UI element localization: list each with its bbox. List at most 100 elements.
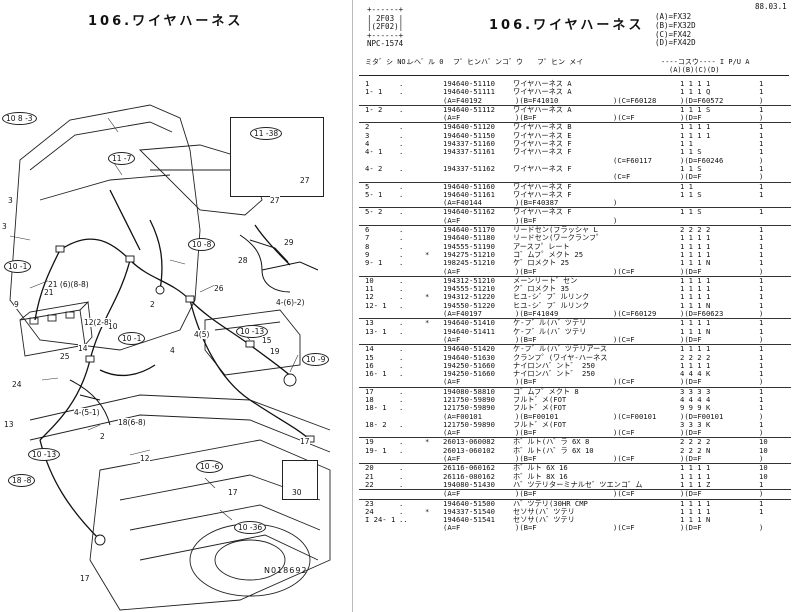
level-cell: .	[399, 189, 404, 199]
level-cell: .	[399, 284, 404, 294]
page-id-line: | 2F03 |	[367, 13, 404, 23]
quantity-cell: )(D=F60572	[680, 95, 724, 105]
quantity-cell: 2 2 2 2	[680, 352, 711, 362]
page-id-line: |(2F02)|	[367, 22, 404, 32]
callout-label: 10 -8	[188, 238, 216, 251]
ref-number-cell: 13- 1	[365, 326, 387, 336]
callout-label: 30	[292, 488, 302, 497]
change-mark-cell: *	[425, 249, 430, 259]
serial-condition-row: (A=F)(B=F)(C=F)(D=F)	[359, 428, 791, 439]
ref-number-cell: 5	[365, 181, 370, 191]
part-number-cell: 198245-51210	[443, 258, 495, 268]
unit-cell: 1	[759, 300, 764, 310]
part-name-cell: ホ゛ルト(ハ゛ラ 6X 10	[513, 445, 594, 455]
part-name-cell: )(B=F	[515, 523, 537, 533]
part-number-cell: (A=F	[443, 428, 461, 438]
part-name-cell: アースフ゜レート	[513, 241, 570, 251]
callout-label: 17	[228, 488, 238, 497]
part-name-cell: ケ゛ロメクト 25	[513, 258, 570, 268]
unit-cell: 1	[759, 352, 764, 362]
serial-condition-row: (A=F)(B=F)(C=F)(D=F)	[359, 523, 791, 533]
level-cell: .	[399, 344, 404, 354]
callout-label: 11 -38	[250, 127, 283, 140]
level-cell: .	[399, 225, 404, 235]
part-name-cell: )(B=F41049	[515, 309, 559, 319]
level-cell: .	[399, 275, 404, 285]
part-name-cell: フルト゛メ(FOT	[513, 403, 567, 413]
ref-number-cell: 18- 1	[365, 403, 387, 413]
serial-condition-row: (A=F)(B=F)(C=F)(D=F)	[359, 489, 791, 500]
ref-number-cell: 18- 2	[365, 419, 387, 429]
part-number-cell: 194640-51150	[443, 130, 495, 140]
part-number-cell: (A=F	[443, 454, 461, 464]
change-mark-cell: *	[425, 437, 430, 447]
part-number-cell: 194640-51120	[443, 122, 495, 132]
part-name-cell: リードセン(フラッシャ L	[513, 225, 598, 235]
part-number-cell: (A=F	[443, 523, 461, 533]
unit-cell: )	[759, 334, 764, 344]
part-name-cell: ワイヤハーネス B	[513, 122, 572, 132]
model-code: (A)=FX32	[655, 12, 692, 21]
part-number-cell: 194640-51541	[443, 515, 495, 525]
callout-label: 18(6-8)	[118, 418, 146, 427]
callout-label: 2	[150, 300, 155, 309]
serial-condition-row: (A=F)(B=F)(C=F)(D=F)	[359, 266, 791, 277]
quantity-cell: 1 1 1 N	[680, 515, 711, 525]
level-cell: .	[399, 241, 404, 251]
part-name-cell: )(B=F40387	[515, 198, 559, 208]
part-number-cell: 194555-51190	[443, 241, 495, 251]
quantity-cell: 1 1	[680, 139, 693, 149]
level-cell: .	[399, 360, 404, 370]
serial-condition-row: (A=F00101)(B=F00101)(C=F00101)(D=F00101)	[359, 411, 791, 421]
drawing-page: 106.ワイヤハーネス	[0, 0, 352, 612]
ref-number-cell: 8	[365, 241, 370, 251]
callout-label: 10 8 -3	[2, 112, 37, 125]
quantity-cell: 2 2 2 2	[680, 225, 711, 235]
part-number-cell: 194640-51110	[443, 79, 495, 88]
serial-range-cell: (C=F60117	[613, 155, 652, 165]
unit-cell: )	[759, 113, 764, 123]
change-mark-cell: *	[425, 292, 430, 302]
level-cell: .	[399, 506, 404, 516]
callout-label: 28	[238, 256, 248, 265]
ref-number-cell: 4- 1	[365, 147, 383, 157]
quantity-cell: 1 1 1 1	[680, 463, 711, 473]
ref-number-cell: 16	[365, 360, 374, 370]
part-number-cell: 194640-51170	[443, 225, 495, 235]
callout-label: 10 -6	[196, 460, 224, 473]
callout-label: 14	[78, 344, 88, 353]
unit-cell: 1	[759, 360, 764, 370]
quantity-cell: 4 4 4 K	[680, 369, 711, 379]
quantity-cell: 1 1 1 1	[680, 344, 711, 354]
part-name-cell: ワイヤハーネス F	[513, 189, 572, 199]
callout-label: 10 -9	[302, 353, 330, 366]
part-number-cell: 194250-51660	[443, 360, 495, 370]
header-level: レヘ゛ル 0	[407, 58, 444, 66]
model-code: (C)=FX42	[655, 29, 692, 39]
part-name-cell: ハ゛ツテリターミナルセ゛ツエンコ゛ム	[513, 479, 643, 489]
callout-label: 10 -36	[234, 521, 267, 534]
ref-number-cell: 1- 2	[365, 104, 383, 114]
part-name-cell: )(B=F00101	[515, 411, 559, 421]
callout-label: 12	[140, 454, 150, 463]
quantity-cell: 1 1 S	[680, 189, 702, 199]
ref-number-cell: 19	[365, 437, 374, 447]
quantity-cell: )(D=F	[680, 266, 702, 276]
unit-cell: 10	[759, 445, 768, 455]
part-number-cell: (A=F	[443, 215, 461, 225]
serial-condition-row: (A=F)(B=F)(C=F)(D=F)	[359, 334, 791, 346]
unit-cell: 1	[759, 249, 764, 259]
unit-cell: 1	[759, 284, 764, 294]
part-name-cell: )(B=F	[515, 266, 537, 276]
